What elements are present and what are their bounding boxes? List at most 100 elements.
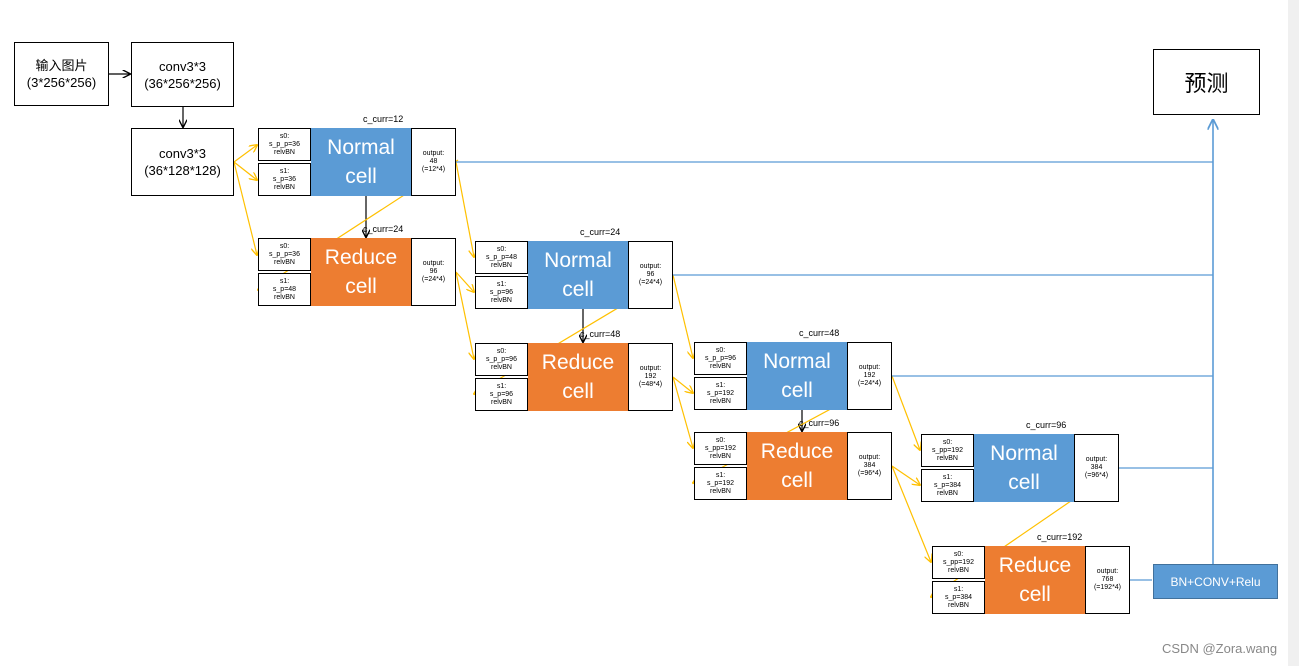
cell-output-line: (=192*4) — [1093, 584, 1122, 591]
cell-output-line: (=24*4) — [638, 279, 663, 286]
cell-core-label: cell — [345, 165, 377, 188]
flow-out-5-s1-6 — [891, 465, 920, 485]
input-label: 输入图片 — [35, 58, 88, 73]
cell-core-label: Normal — [327, 136, 395, 159]
cell-s0-input-line: s_p_p=36 — [269, 140, 300, 148]
conv2-shape: (36*128*128) — [144, 163, 221, 178]
cell-s1-input-line: s_p=96 — [489, 390, 514, 398]
flow-conv2-s1 — [233, 161, 257, 180]
scrollbar[interactable] — [1288, 0, 1299, 666]
cell-s0-input-line: s_p_p=48 — [486, 253, 517, 261]
cell-s0-input-line: s_p_p=36 — [269, 250, 300, 258]
flow-out-1-s1-2 — [455, 271, 474, 292]
cell-output-line: output: — [639, 263, 662, 270]
cell-output-line: 384 — [863, 462, 876, 469]
cell-output: output:384(=96*4) — [847, 432, 892, 500]
cell-s0-input-line: s0: — [496, 347, 507, 355]
cell-s0-input-line: relvBN — [936, 454, 958, 462]
input-image-box: 输入图片 (3*256*256) — [14, 42, 109, 106]
cell-output-line: output: — [1085, 456, 1108, 463]
cell-s1-input-line: s1: — [496, 280, 507, 288]
cell-core-label: cell — [562, 380, 594, 403]
cell-s0-input-line: s0: — [496, 245, 507, 253]
cell-s1-input-line: relvBN — [273, 183, 295, 191]
cell-s0-input-line: s_p_p=96 — [486, 355, 517, 363]
cell-s0-input-line: s0: — [715, 436, 726, 444]
c-curr-label: c_curr=24 — [580, 227, 621, 237]
cell-output-line: (=96*4) — [857, 470, 882, 477]
cell-output-line: 768 — [1101, 576, 1114, 583]
cell-s1-input-line: s1: — [496, 382, 507, 390]
c-curr-label: c_curr=192 — [1037, 532, 1083, 542]
cell-output-line: (=24*4) — [421, 276, 446, 283]
flow-out-1-s0-3 — [455, 271, 474, 359]
cell-output: output:96(=24*4) — [411, 238, 456, 306]
cell-output-line: output: — [1096, 568, 1119, 575]
predict-box: 预测 — [1153, 49, 1260, 115]
cell-core-label: cell — [1008, 471, 1040, 494]
cell-s0-input-line: relvBN — [273, 148, 295, 156]
cell-core-reduce: Reduce cell — [528, 343, 628, 411]
flow-out-3-s1-4 — [672, 376, 693, 393]
cell-s0-input-line: relvBN — [490, 261, 512, 269]
cell-s1-input-line: s1: — [942, 473, 953, 481]
cell-s1-input-line: s_p=192 — [706, 389, 735, 397]
cell-core-label: Normal — [990, 442, 1058, 465]
cell-core-label: cell — [562, 278, 594, 301]
cell-output-line: 192 — [863, 372, 876, 379]
c-curr-label: c_curr=12 — [363, 114, 404, 124]
flow-out-2-s0-4 — [672, 274, 693, 358]
cell-core-normal: Normal cell — [311, 128, 411, 196]
cell-s1-input-line: relvBN — [490, 296, 512, 304]
cell-output: output:48(=12*4) — [411, 128, 456, 196]
cell-core-label: cell — [345, 275, 377, 298]
cell-s1-input-line: relvBN — [947, 601, 969, 609]
cell-s1-input-line: relvBN — [709, 487, 731, 495]
cell-output-line: output: — [639, 365, 662, 372]
cell-s0-input-line: s_pp=192 — [943, 558, 974, 566]
cell-s0-input-line: relvBN — [947, 566, 969, 574]
cell-core-label: Reduce — [324, 246, 398, 269]
cell-s0-input-line: s_pp=192 — [705, 444, 736, 452]
cell-output-line: output: — [422, 150, 445, 157]
predict-label: 预测 — [1184, 71, 1229, 96]
c-curr-label: c_curr=96 — [1026, 420, 1067, 430]
cell-s1-input-line: s1: — [715, 471, 726, 479]
cell-s0-input-line: s0: — [279, 132, 290, 140]
cell-s0-input-line: s0: — [942, 438, 953, 446]
conv1-shape: (36*256*256) — [144, 75, 221, 91]
conv1-box: conv3*3 (36*256*256) — [131, 42, 234, 107]
cell-core-normal: Normal cell — [974, 434, 1074, 502]
cell-s0-input-line: s0: — [953, 550, 964, 558]
cell-s0-input-line: relvBN — [273, 258, 295, 266]
cell-s1-input-line: s1: — [279, 167, 290, 175]
cell-core-label: Reduce — [541, 351, 615, 374]
cell-output: output:192(=24*4) — [847, 342, 892, 410]
cell-s1-input-line: s_p=384 — [933, 481, 962, 489]
cell-s0-input-line: s0: — [715, 346, 726, 354]
conv2-box: conv3*3 (36*128*128) — [131, 128, 234, 196]
cell-core-label: Normal — [544, 249, 612, 272]
cell-s1-input-line: s1: — [953, 585, 964, 593]
